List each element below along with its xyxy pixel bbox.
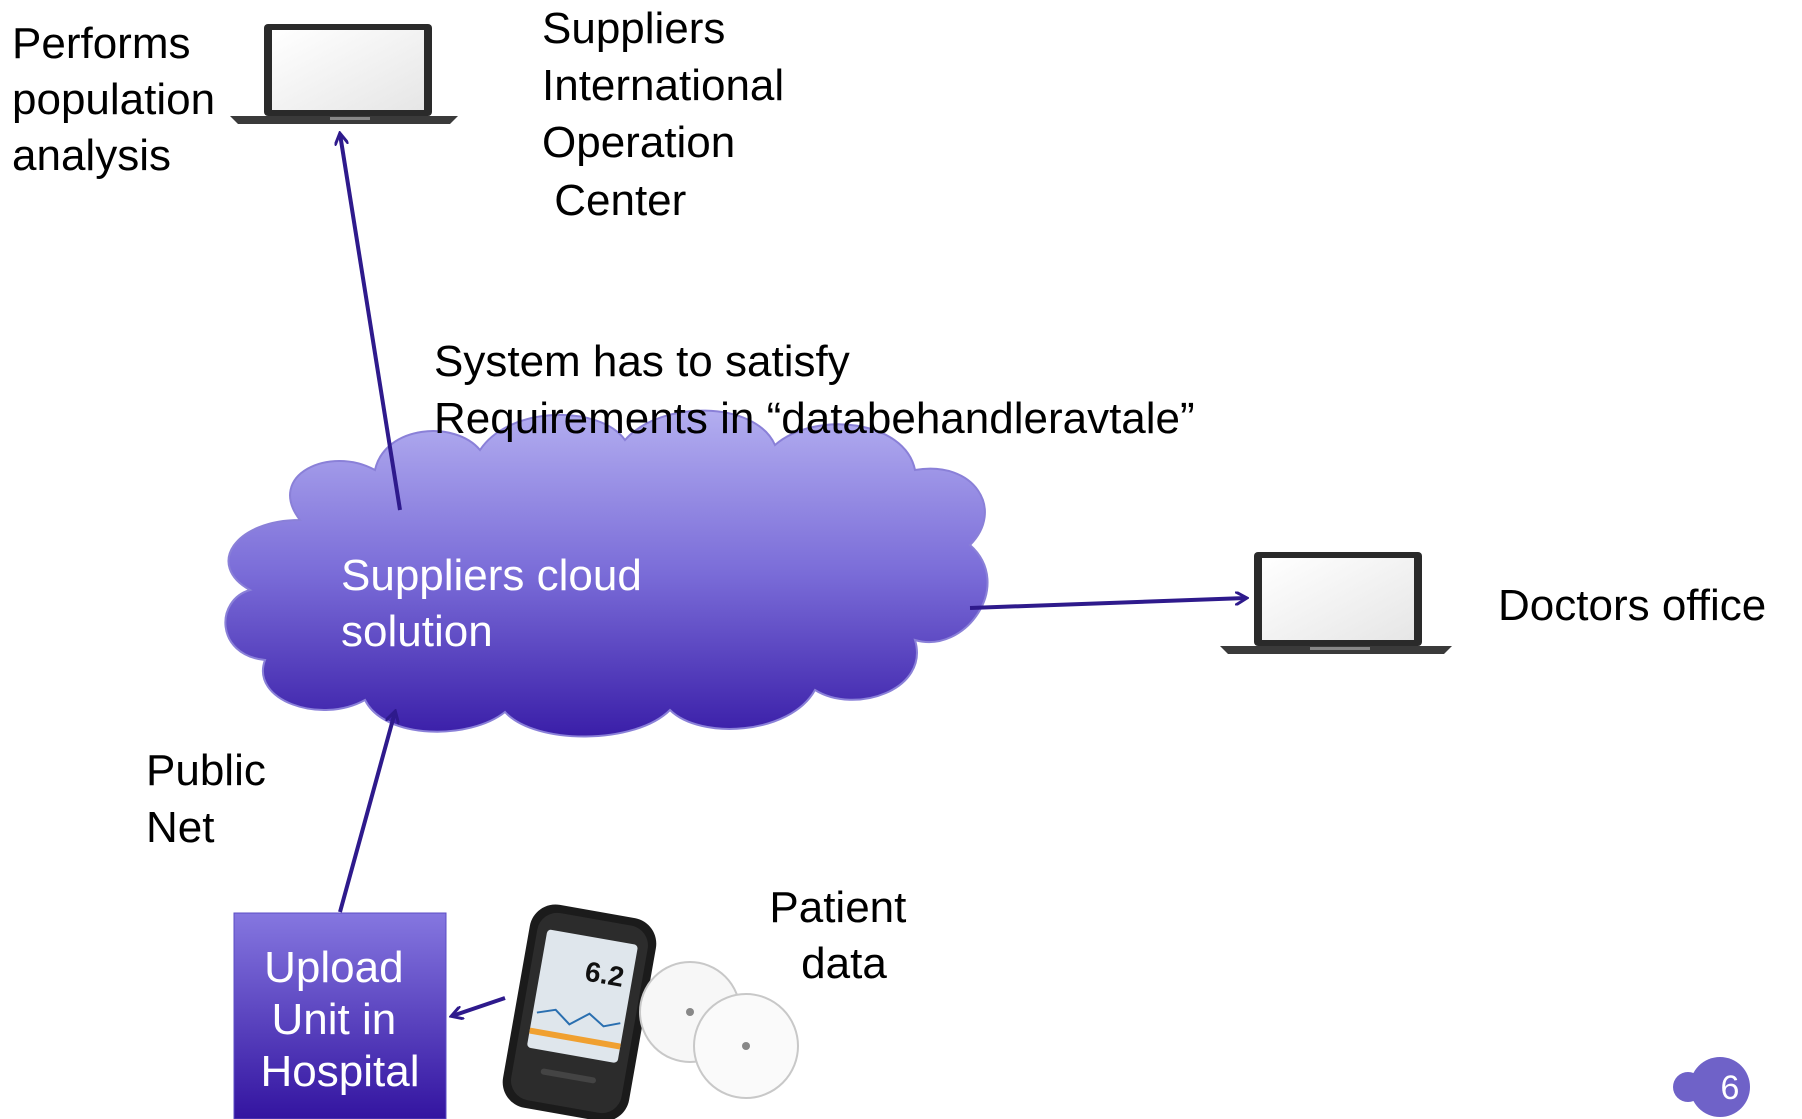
page-number-badge bbox=[1673, 1057, 1750, 1117]
patient-data-label: Patient data bbox=[769, 883, 918, 988]
upload-unit-label: Upload Unit in Hospital bbox=[261, 943, 420, 1096]
glucose-reader-icon: 6.2 bbox=[502, 904, 657, 1119]
svg-text:6.2: 6.2 bbox=[583, 956, 627, 993]
arrow-patient-data-to-upload-unit bbox=[452, 996, 506, 1016]
arrow-cloud-to-operation-center bbox=[340, 134, 402, 511]
page-number: 6 bbox=[1721, 1069, 1740, 1107]
arrow-cloud-to-doctors-office bbox=[969, 598, 1246, 610]
suppliers-operation-center-label: Suppliers International Operation Center bbox=[542, 4, 796, 225]
arrow-upload-unit-to-cloud bbox=[338, 712, 395, 913]
supplier-cloud-shape bbox=[224, 409, 989, 738]
upload-unit-box bbox=[233, 912, 447, 1119]
doctors-office-label: Doctors office bbox=[1498, 581, 1766, 630]
cloud-label: Suppliers cloud solution bbox=[341, 551, 654, 656]
requirements-label: System has to satisfy Requirements in “d… bbox=[434, 337, 1195, 443]
laptop-icon-doctors bbox=[1220, 552, 1452, 654]
laptop-icon-top bbox=[230, 24, 458, 124]
sensor-patch-icon bbox=[639, 961, 799, 1099]
laptop-top-label: Performs population analysis bbox=[12, 19, 227, 180]
public-net-label: Public Net bbox=[146, 746, 278, 852]
